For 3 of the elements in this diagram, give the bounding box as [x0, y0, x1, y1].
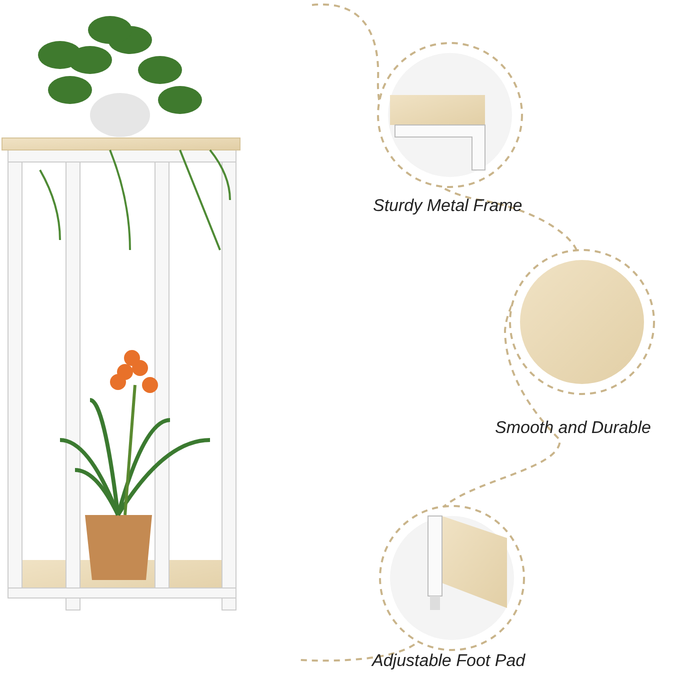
feature-caption: Adjustable Foot Pad [372, 651, 526, 671]
feature-caption: Sturdy Metal Frame [373, 196, 522, 216]
feature-caption: Smooth and Durable [495, 418, 651, 438]
